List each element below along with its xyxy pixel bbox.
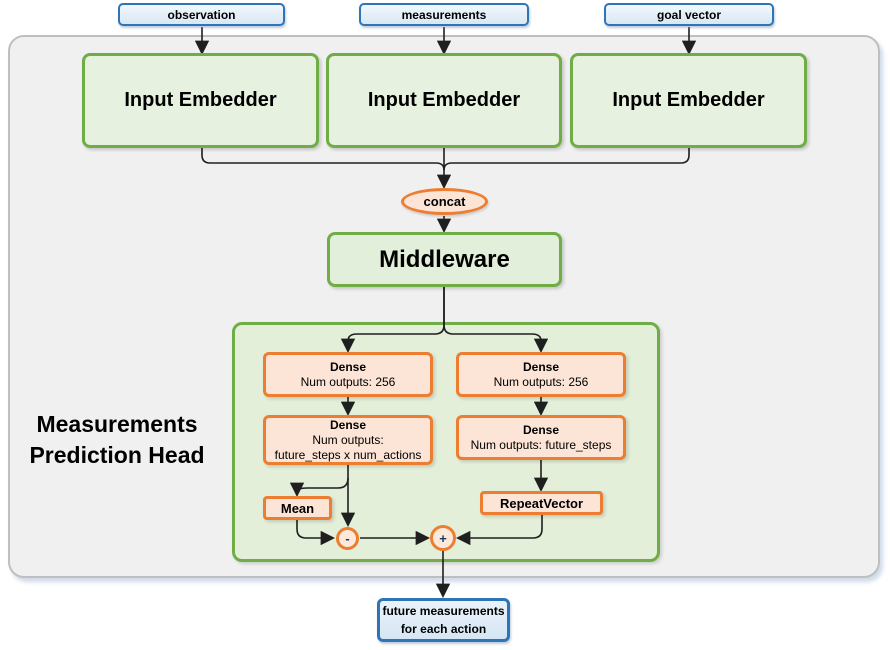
- subtract-operator-node: -: [336, 527, 359, 550]
- middleware-label: Middleware: [379, 245, 510, 273]
- dense-name: Dense: [522, 359, 560, 374]
- output-label-line1: future measurements: [382, 604, 505, 618]
- dense-box-left-bottom: Dense Num outputs: future_steps x num_ac…: [263, 415, 433, 465]
- input-box-observation: observation: [118, 3, 285, 26]
- add-operator-node: +: [430, 525, 456, 551]
- dense-name: Dense: [329, 417, 367, 432]
- dense-box-right-top: Dense Num outputs: 256: [456, 352, 626, 397]
- input-box-measurements: measurements: [359, 3, 529, 26]
- minus-sign: -: [345, 531, 350, 546]
- repeat-vector-label: RepeatVector: [499, 495, 584, 511]
- output-box: future measurements for each action: [377, 598, 510, 642]
- plus-sign: +: [439, 530, 447, 546]
- input-embedder-box-3: Input Embedder: [570, 53, 807, 148]
- input-embedder-label: Input Embedder: [124, 89, 277, 111]
- dense-detail: Num outputs: future_steps: [470, 437, 612, 452]
- input-embedder-box-1: Input Embedder: [82, 53, 319, 148]
- dense-name: Dense: [329, 359, 367, 374]
- dense-detail: Num outputs:: [312, 432, 384, 447]
- dense-detail: future_steps x num_actions: [274, 447, 422, 462]
- input-label-measurements: measurements: [401, 7, 487, 22]
- dense-name: Dense: [522, 422, 560, 437]
- concat-node: concat: [401, 188, 488, 215]
- input-label-observation: observation: [167, 7, 236, 22]
- input-embedder-box-2: Input Embedder: [326, 53, 562, 148]
- mean-label: Mean: [280, 500, 315, 516]
- dense-box-right-bottom: Dense Num outputs: future_steps: [456, 415, 626, 460]
- concat-label: concat: [423, 194, 466, 209]
- prediction-head-title: Measurements Prediction Head: [29, 411, 205, 468]
- input-embedder-label: Input Embedder: [612, 89, 765, 111]
- dense-box-left-top: Dense Num outputs: 256: [263, 352, 433, 397]
- output-label-line2: for each action: [400, 622, 487, 636]
- repeat-vector-box: RepeatVector: [480, 491, 603, 515]
- input-embedder-label: Input Embedder: [367, 89, 521, 111]
- dense-detail: Num outputs: 256: [493, 374, 589, 389]
- middleware-box: Middleware: [327, 232, 562, 287]
- dense-detail: Num outputs: 256: [300, 374, 396, 389]
- input-label-goal-vector: goal vector: [656, 7, 722, 22]
- input-box-goal-vector: goal vector: [604, 3, 774, 26]
- mean-box: Mean: [263, 496, 332, 520]
